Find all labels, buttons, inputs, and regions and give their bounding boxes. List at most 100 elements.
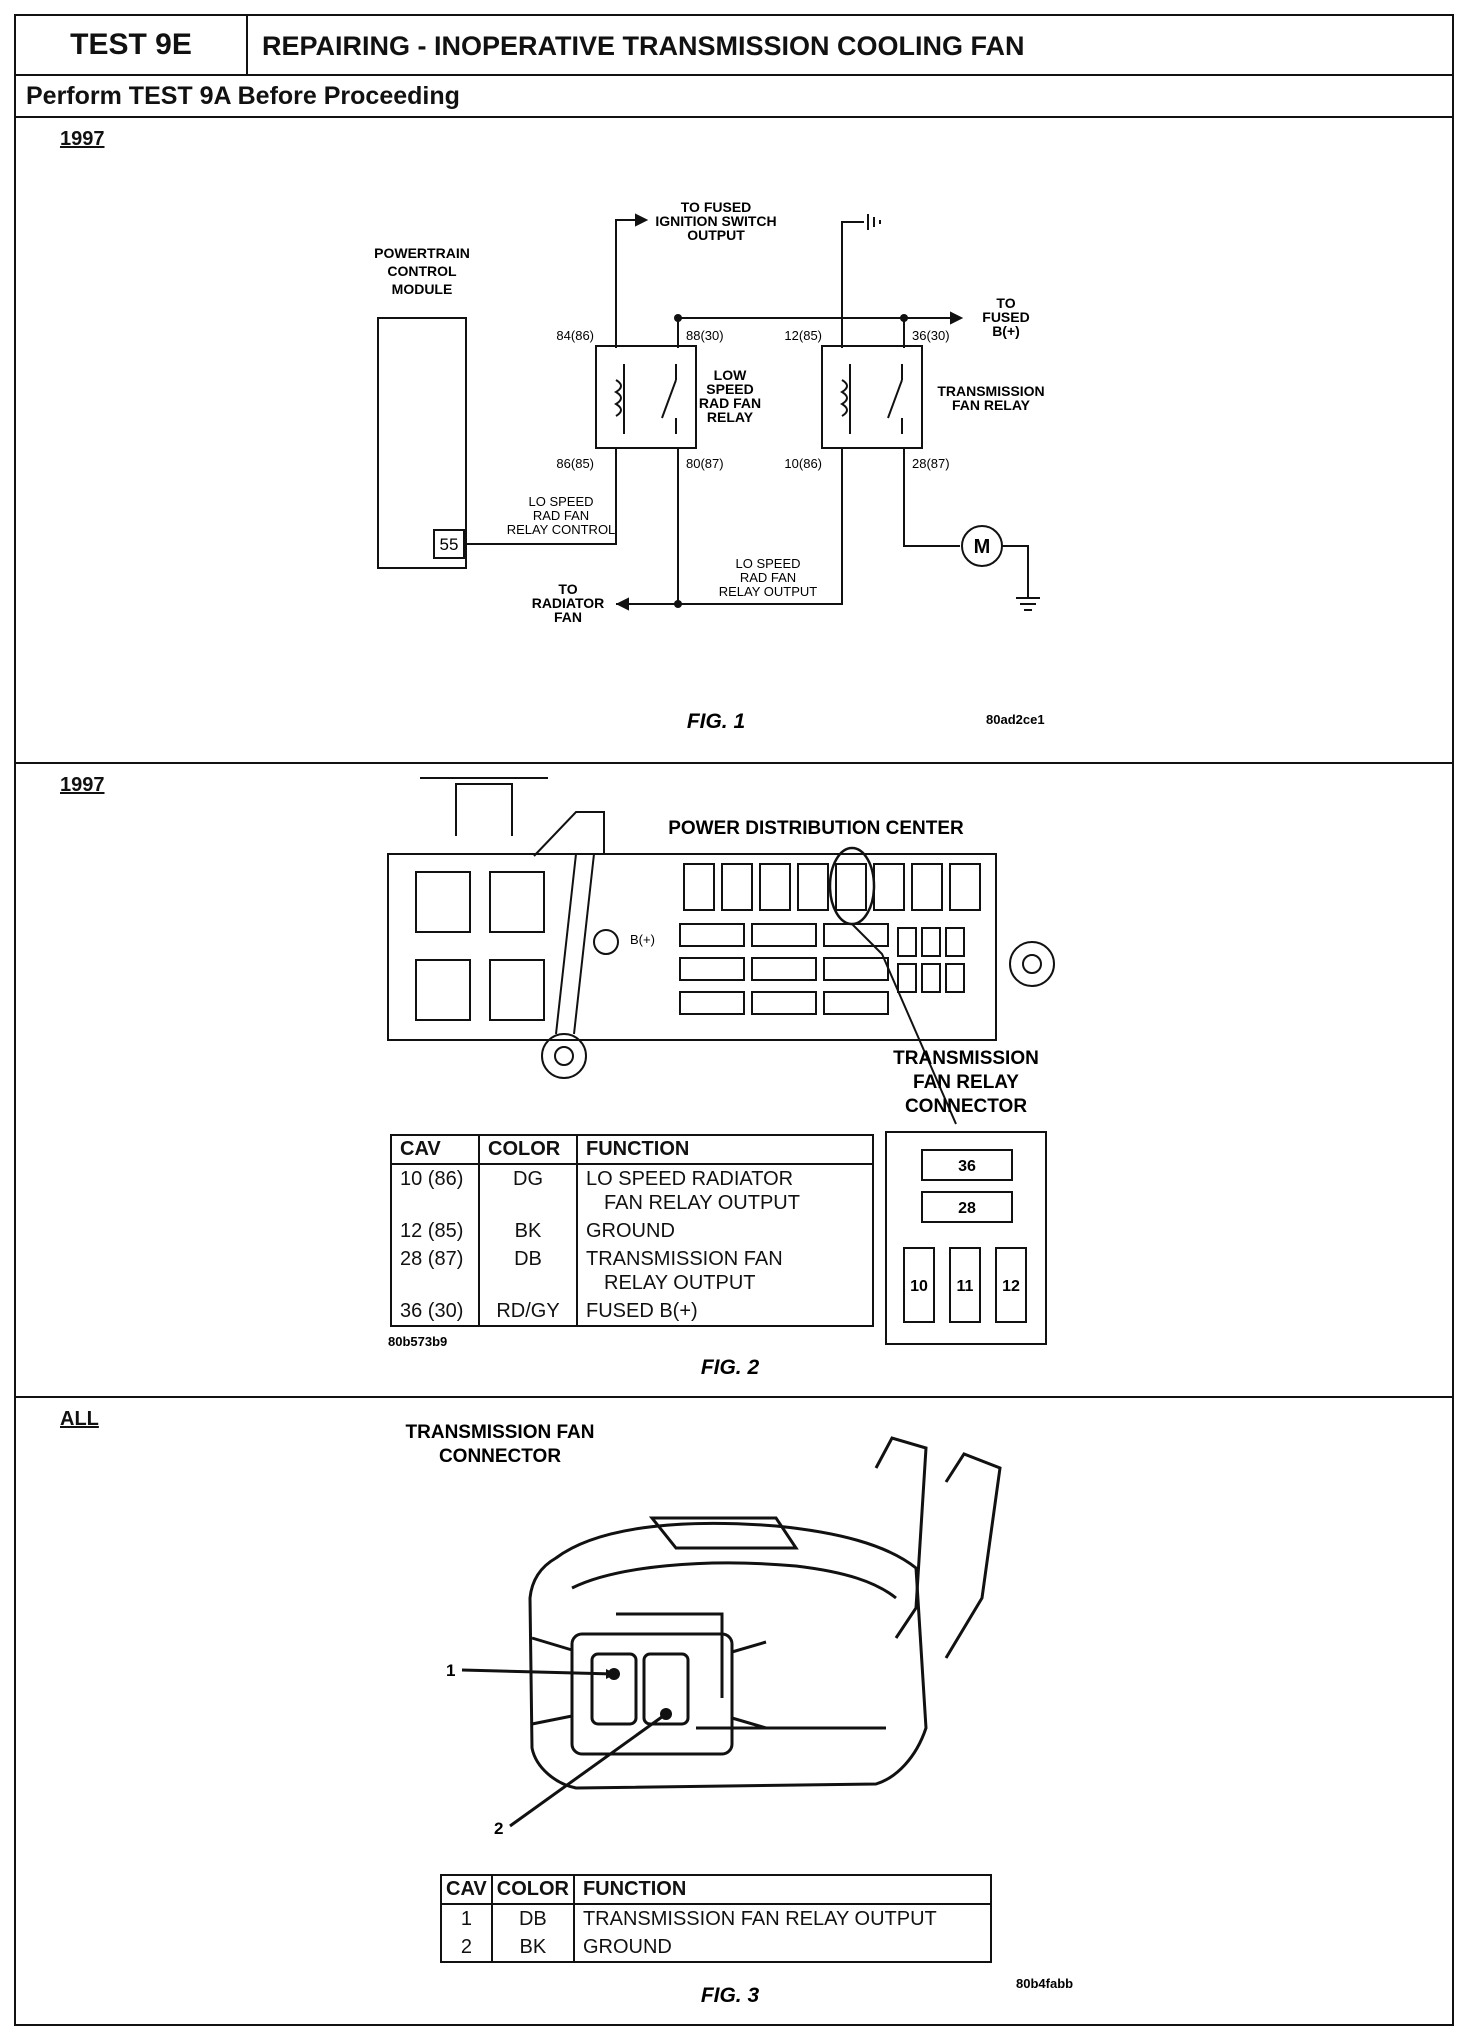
- conn-pin-10: 10: [910, 1278, 928, 1295]
- page-frame: TEST 9E REPAIRING - INOPERATIVE TRANSMIS…: [14, 14, 1454, 2026]
- fig2-code: 80b573b9: [388, 1334, 447, 1349]
- cell-color: DB: [478, 1245, 578, 1297]
- bplus-label: B(+): [630, 932, 655, 947]
- col-color: COLOR: [490, 1874, 575, 1905]
- rad-label-2: RADIATOR: [532, 595, 605, 611]
- conn-pin-28: 28: [958, 1200, 976, 1217]
- fig3-code: 80b4fabb: [1016, 1976, 1073, 1991]
- callout-1: 1: [446, 1661, 455, 1680]
- connector-pin-table: CAV COLOR FUNCTION 1 DB TRANSMISSION FAN…: [440, 1874, 993, 1963]
- connector-drawing: TRANSMISSION FAN CONNECTOR: [406, 1422, 1074, 2007]
- panel-fig1: 1997: [16, 116, 1452, 764]
- table-row: 36 (30) RD/GY FUSED B(+): [390, 1297, 874, 1327]
- conn-pin-36: 36: [958, 1158, 976, 1175]
- fused-label-3: B(+): [992, 323, 1020, 339]
- pcm-label-2: CONTROL: [387, 263, 457, 279]
- cell-function: GROUND: [576, 1217, 874, 1245]
- pin-88: 88(30): [686, 328, 724, 343]
- callout-2: 2: [494, 1819, 503, 1838]
- trans-relay-box: [821, 345, 923, 449]
- year-label: 1997: [60, 774, 105, 796]
- conn-pin-12: 12: [1002, 1278, 1020, 1295]
- fig1-code: 80ad2ce1: [986, 712, 1045, 727]
- col-function: FUNCTION: [572, 1874, 993, 1905]
- pin-84: 84(86): [556, 328, 594, 343]
- col-function: FUNCTION: [576, 1134, 874, 1165]
- pin-80: 80(87): [686, 456, 724, 471]
- pcm-label-3: MODULE: [392, 281, 453, 297]
- fig1-caption: FIG. 1: [687, 710, 745, 733]
- lo-ctrl-1: LO SPEED: [528, 494, 593, 509]
- cell-cav: 2: [440, 1933, 493, 1963]
- lo-ctrl-3: RELAY CONTROL: [507, 522, 616, 537]
- lo-ctrl-2: RAD FAN: [533, 508, 589, 523]
- pcm-label-1: POWERTRAIN: [374, 245, 470, 261]
- cell-color: DG: [478, 1164, 578, 1217]
- low-speed-relay-box: [595, 345, 697, 449]
- pin-36: 36(30): [912, 328, 950, 343]
- relay-pin-table: CAV COLOR FUNCTION 10 (86) DG LO SPEED R…: [390, 1134, 874, 1327]
- lo-out-1: LO SPEED: [735, 556, 800, 571]
- pcm-pin-box: [433, 529, 465, 559]
- low-relay-label-4: RELAY: [707, 409, 754, 425]
- panel-fig2: 1997: [16, 762, 1452, 1398]
- header-divider: [16, 74, 1452, 76]
- fig3-title-2: CONNECTOR: [439, 1446, 561, 1467]
- lo-out-2: RAD FAN: [740, 570, 796, 585]
- table-row: 12 (85) BK GROUND: [390, 1217, 874, 1245]
- cell-cav: 36 (30): [390, 1297, 480, 1327]
- cell-cav: 10 (86): [390, 1164, 480, 1217]
- cell-function-line2: RELAY OUTPUT: [604, 1272, 756, 1294]
- wiring-diagram: POWERTRAIN CONTROL MODULE 55 TO FUSED IG…: [374, 199, 1045, 733]
- cell-color: BK: [490, 1933, 575, 1963]
- cell-function: TRANSMISSION FAN RELAY OUTPUT: [572, 1904, 993, 1933]
- cell-color: DB: [490, 1904, 575, 1933]
- conn-pin-11: 11: [957, 1278, 974, 1295]
- pdc-title: POWER DISTRIBUTION CENTER: [668, 818, 964, 839]
- test-id: TEST 9E: [16, 16, 248, 74]
- cell-cav: 12 (85): [390, 1217, 480, 1245]
- low-relay-label-2: SPEED: [706, 381, 753, 397]
- low-relay-label-3: RAD FAN: [699, 395, 761, 411]
- ign-label-3: OUTPUT: [687, 227, 745, 243]
- pin-12: 12(85): [784, 328, 822, 343]
- cell-color: BK: [478, 1217, 578, 1245]
- pin-10: 10(86): [784, 456, 822, 471]
- low-relay-label-1: LOW: [714, 367, 747, 383]
- cell-function-line1: TRANSMISSION FAN: [586, 1248, 783, 1270]
- fig3-title-1: TRANSMISSION FAN: [406, 1422, 595, 1443]
- relay-connector-box: [885, 1131, 1047, 1345]
- trans-relay-label-1: TRANSMISSION: [937, 383, 1044, 399]
- year-label: ALL: [60, 1408, 99, 1430]
- pdc-body: [387, 853, 997, 1041]
- cell-cav: 1: [440, 1904, 493, 1933]
- col-color: COLOR: [478, 1134, 578, 1165]
- ign-label-2: IGNITION SWITCH: [655, 213, 776, 229]
- cell-function: GROUND: [572, 1933, 993, 1963]
- fused-label-2: FUSED: [982, 309, 1029, 325]
- connector-face: [570, 1632, 734, 1756]
- trans-relay-label-2: FAN RELAY: [952, 397, 1031, 413]
- fused-label-1: TO: [996, 295, 1015, 311]
- col-cav: CAV: [390, 1134, 480, 1165]
- subtitle: Perform TEST 9A Before Proceeding: [26, 82, 460, 110]
- cell-function: FUSED B(+): [576, 1297, 874, 1327]
- conn-label-2: FAN RELAY: [913, 1072, 1019, 1093]
- pcm-pin-label: 55: [440, 535, 459, 554]
- col-cav: CAV: [440, 1874, 493, 1905]
- pin-86: 86(85): [556, 456, 594, 471]
- pin-28: 28(87): [912, 456, 950, 471]
- lo-out-3: RELAY OUTPUT: [719, 584, 818, 599]
- fig2-caption: FIG. 2: [701, 1356, 760, 1379]
- cell-cav: 28 (87): [390, 1245, 480, 1297]
- pcm-box: [377, 317, 467, 569]
- connector-shell: [528, 1521, 928, 1790]
- test-title: REPAIRING - INOPERATIVE TRANSMISSION COO…: [262, 31, 1025, 61]
- pdc-diagram: POWER DISTRIBUTION CENTER B(+) TRANSMISS…: [387, 777, 1055, 1379]
- table-row: 2 BK GROUND: [440, 1933, 993, 1963]
- cell-color: RD/GY: [478, 1297, 578, 1327]
